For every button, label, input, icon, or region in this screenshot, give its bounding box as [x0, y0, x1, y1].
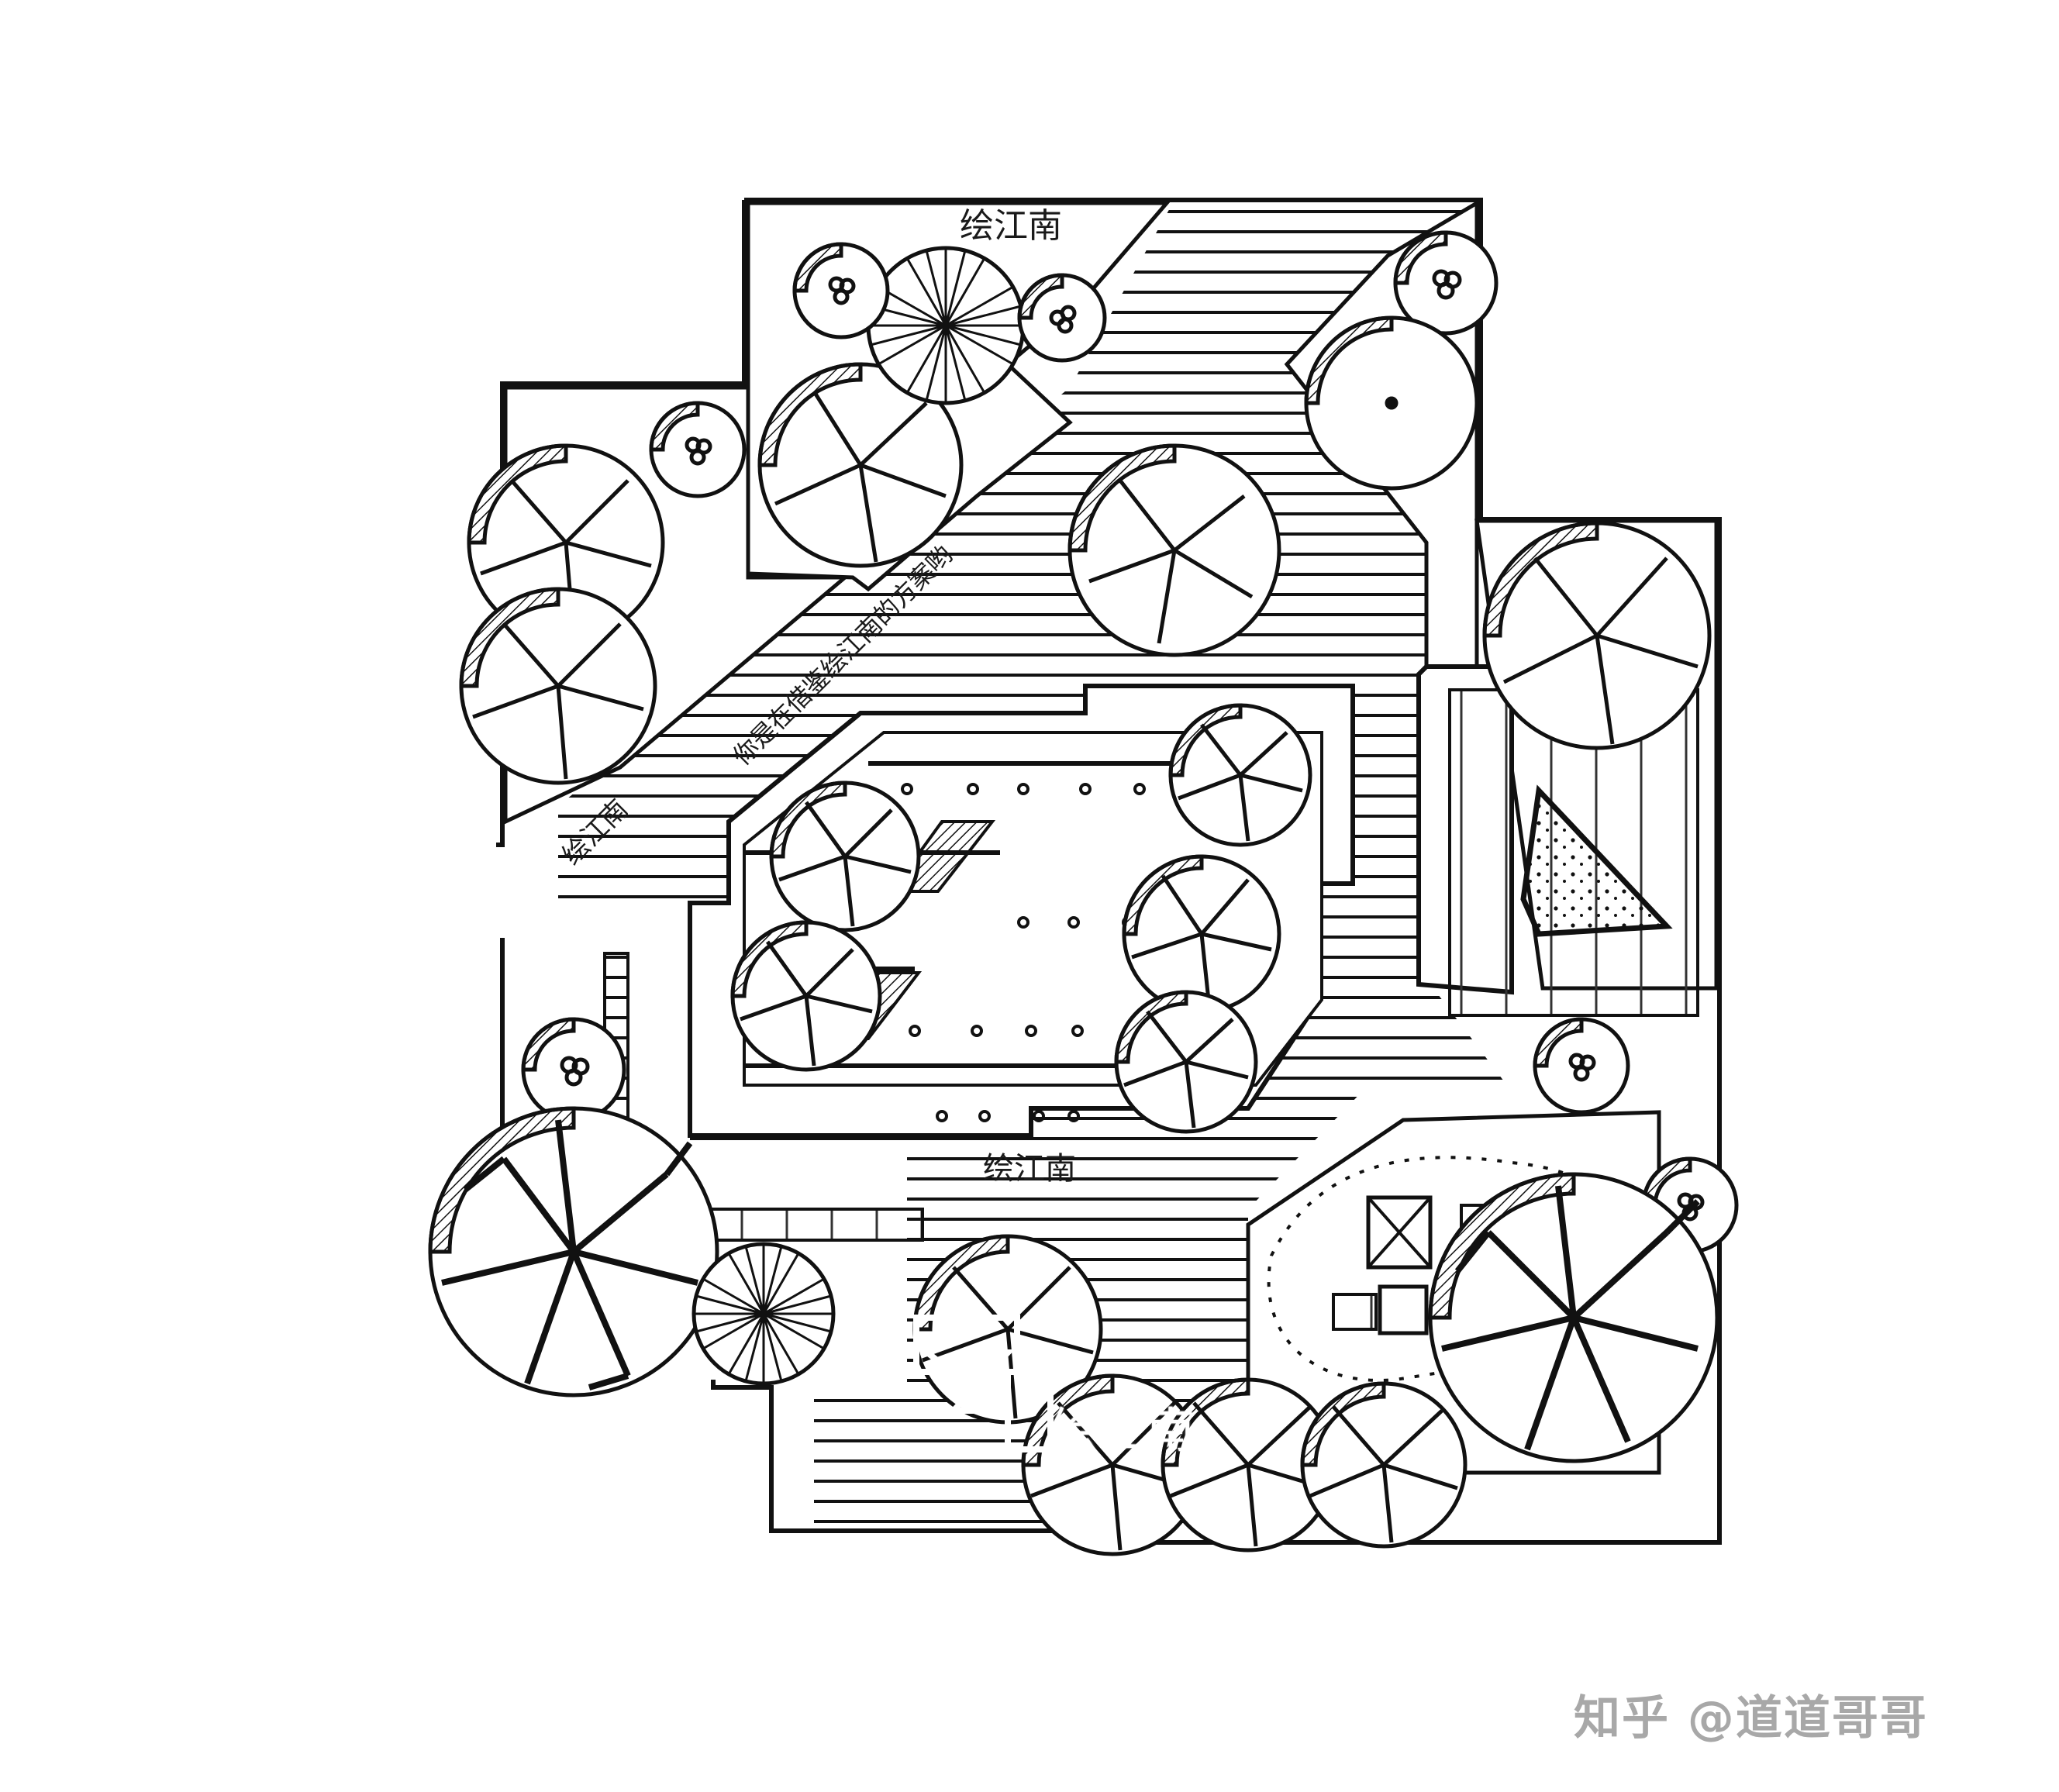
tree-canopy [1067, 443, 1281, 657]
tree-canopy [1122, 854, 1281, 1014]
shrub [1017, 273, 1107, 363]
huijiangnan-logo-icon [913, 1315, 1054, 1453]
shrub [1533, 1017, 1630, 1115]
shrub [1393, 230, 1499, 336]
trees [428, 230, 1739, 1556]
tree-branching [428, 1106, 719, 1397]
tree-palm [866, 246, 1026, 405]
tree-round [1304, 315, 1479, 491]
shrub [521, 1017, 626, 1122]
credit-watermark: 知乎 @道道哥哥 [1574, 1691, 1928, 1745]
tree-branching [1428, 1172, 1719, 1463]
shrub [792, 242, 890, 339]
tree-canopy [459, 587, 657, 785]
tree-canopy [1114, 990, 1258, 1134]
tree-canopy [1482, 521, 1712, 750]
tree-canopy [730, 920, 882, 1072]
shrub [649, 401, 747, 498]
tree-canopy [769, 781, 921, 932]
logo-text: 绘江南 [1050, 1402, 1195, 1459]
tree-canopy [757, 362, 964, 568]
middle-label: 绘江南 [983, 1151, 1076, 1187]
tree-canopy [1168, 703, 1312, 847]
top-label: 绘江南 [960, 206, 1062, 246]
tree-palm [692, 1242, 836, 1386]
tree-canopy [1021, 1373, 1204, 1556]
tree-canopy [467, 443, 665, 642]
tree-canopy [1300, 1381, 1468, 1549]
bollard-dots [901, 783, 1146, 1122]
